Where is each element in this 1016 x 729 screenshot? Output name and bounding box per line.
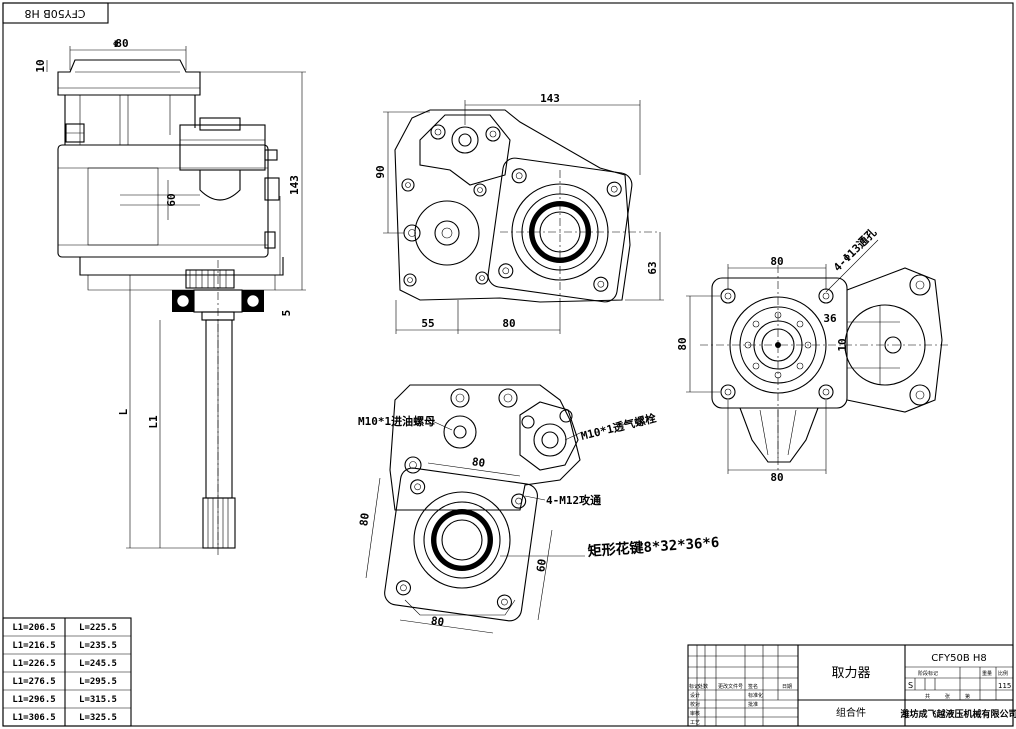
- signature-label-file-no: 更改文件号: [718, 683, 743, 690]
- signature-label-process: 工艺: [690, 720, 700, 726]
- dim-length-L: L: [117, 408, 130, 415]
- page-label: 第: [965, 693, 970, 700]
- dim-side-10: 10: [836, 338, 849, 351]
- signature-label-date: 日期: [782, 684, 792, 690]
- dim-shaft-center: 60: [165, 193, 178, 206]
- dim-iso-right: 60: [534, 558, 549, 573]
- dim-side-36: 36: [823, 312, 837, 325]
- dim-front-right: 80: [502, 317, 515, 330]
- dim-front-height: 90: [374, 165, 387, 178]
- side-elevation-view: 80 Φ 10 143 5 60 L L1: [34, 37, 306, 555]
- dim-bottom-gap: 5: [280, 310, 293, 317]
- dim-front-side: 63: [646, 261, 659, 274]
- signature-label-mark: 标记: [689, 683, 699, 690]
- callout-vent-plug: M10*1透气螺栓: [579, 411, 657, 443]
- signature-label-check: 校对: [690, 701, 700, 708]
- callout-tapped-holes: 4-M12攻通: [546, 493, 601, 507]
- signature-label-review: 审核: [690, 710, 700, 717]
- sheet-total-label: 共: [925, 693, 930, 700]
- stage-value: S: [908, 681, 913, 690]
- callout-spline: 矩形花键8*32*36*6: [587, 534, 720, 560]
- dim-iso-bottom: 80: [430, 614, 445, 629]
- front-view: 143 90 55 80 63: [374, 92, 664, 334]
- dim-iso-top: 80: [471, 455, 486, 470]
- sheet-label: 张: [945, 693, 950, 700]
- signature-label-qty: 处数: [698, 683, 708, 690]
- title-block: 标记 处数 更改文件号 签名 日期 设计 校对 审核 工艺 标准化 批准 取力器…: [687, 644, 1016, 727]
- callout-mount-holes: 4-Φ13通孔: [831, 226, 879, 274]
- table-cell: L=235.5: [79, 641, 117, 651]
- right-side-view: 80 80 36 10 80 4-Φ13通孔: [676, 226, 950, 484]
- dim-iso-left: 80: [357, 512, 372, 527]
- weight-label: 重量: [982, 670, 992, 677]
- table-cell: L=245.5: [79, 659, 117, 669]
- table-cell: L=225.5: [79, 623, 117, 633]
- table-cell: L1=226.5: [12, 659, 55, 669]
- signature-label-sign: 签名: [748, 683, 758, 690]
- scale-label: 比例: [998, 670, 1008, 677]
- signature-label-design: 设计: [690, 692, 700, 699]
- table-cell: L1=276.5: [12, 677, 55, 687]
- table-cell: L=325.5: [79, 713, 117, 723]
- product-name: 取力器: [831, 666, 870, 681]
- table-cell: L=315.5: [79, 695, 117, 705]
- table-cell: L1=306.5: [12, 713, 55, 723]
- table-cell: L=295.5: [79, 677, 117, 687]
- dim-top-offset: 10: [34, 59, 47, 72]
- dim-side-top: 80: [770, 255, 783, 268]
- corner-code: CFY50B H8: [24, 7, 85, 20]
- bottom-oblique-view: 80 80 60 80 M10*1进油螺母 M10*1透气螺栓 4-M12攻通 …: [357, 384, 720, 634]
- dim-length-L1: L1: [147, 415, 160, 429]
- dim-overall-height: 143: [288, 175, 301, 195]
- table-cell: L1=206.5: [12, 623, 55, 633]
- signature-label-approve: 批准: [748, 701, 758, 708]
- signature-label-standard: 标准化: [748, 692, 763, 699]
- dim-front-width: 143: [540, 92, 560, 105]
- table-cell: L1=216.5: [12, 641, 55, 651]
- dim-front-left: 55: [421, 317, 434, 330]
- dim-flange-width: 80: [115, 37, 128, 50]
- length-table: L1=206.5 L=225.5 L1=216.5 L=235.5 L1=226…: [2, 617, 132, 727]
- drawing-number: CFY50B H8: [931, 653, 987, 664]
- callout-oil-port: M10*1进油螺母: [358, 414, 435, 428]
- weight-value: 115: [998, 682, 1011, 690]
- company-name: 潍坊成飞越液压机械有限公司: [900, 708, 1016, 720]
- dim-side-left: 80: [676, 337, 689, 350]
- stage-mark-label: 阶段标记: [918, 670, 938, 677]
- table-cell: L1=296.5: [12, 695, 55, 705]
- assembly-label: 组合件: [836, 706, 866, 719]
- corner-code-box: CFY50B H8: [2, 2, 109, 24]
- svg-text:Φ: Φ: [113, 40, 119, 50]
- dim-side-bottom: 80: [770, 471, 783, 484]
